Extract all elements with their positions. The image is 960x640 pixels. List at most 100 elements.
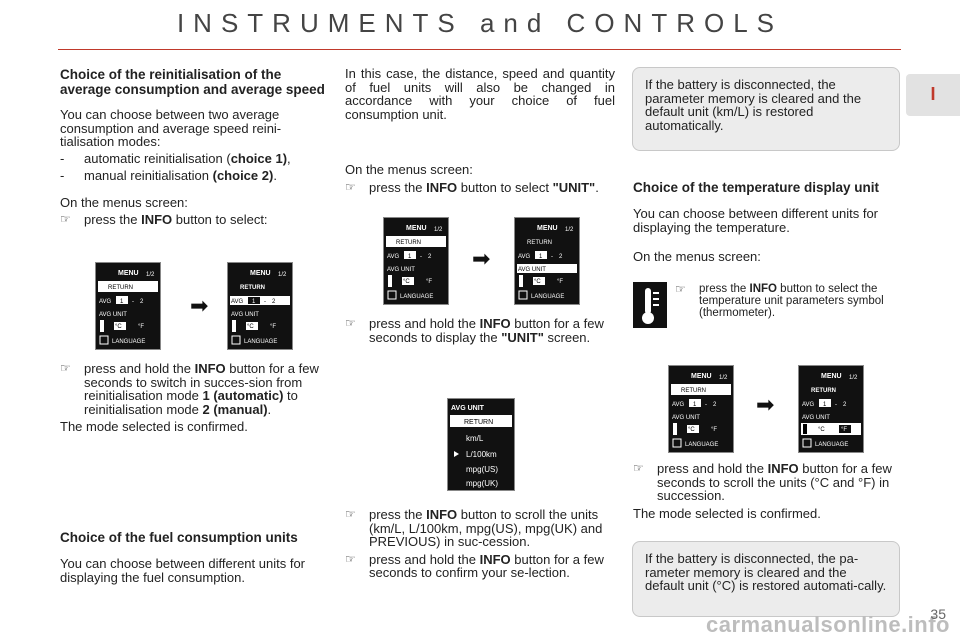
svg-text:2: 2 [843, 402, 847, 408]
svg-text:-: - [551, 254, 553, 260]
svg-text:-: - [132, 299, 134, 305]
svg-text:1: 1 [408, 254, 412, 260]
svg-text:°F: °F [426, 279, 432, 285]
svg-text:1/2: 1/2 [849, 375, 858, 381]
bullet-confirm-selection: ☞press and hold the INFO button for a fe… [345, 551, 604, 580]
menus-screen-text: On the menus screen: [60, 194, 188, 210]
menu-screen-graphic: MENU 1/2 RETURN AVG 1 - 2 AVG UNIT °C °F… [98, 265, 158, 345]
svg-text:LANGUAGE: LANGUAGE [400, 294, 433, 300]
bullet-scroll-temp: ☞press and hold the INFO button for a fe… [633, 461, 892, 503]
svg-text:AVG: AVG [387, 254, 400, 260]
column-3: Choice of the temperature display unit Y… [633, 180, 903, 264]
pointing-hand-icon: ☞ [675, 282, 686, 296]
svg-text:1: 1 [693, 402, 697, 408]
svg-text:LANGUAGE: LANGUAGE [112, 339, 145, 345]
display-screen-unit-list: AVG UNIT RETURN km/L L/100km mpg(US) mpg… [447, 398, 515, 491]
menu-screen-graphic: MENU 1/2 RETURN AVG 1 - 2 AVG UNIT °C °F… [517, 225, 577, 300]
svg-text:LANGUAGE: LANGUAGE [244, 339, 277, 345]
svg-text:LANGUAGE: LANGUAGE [685, 442, 718, 448]
battery-note-km: If the battery is disconnected, the para… [632, 67, 900, 151]
pointing-hand-icon: ☞ [60, 212, 71, 226]
column-2: In this case, the distance, speed and qu… [345, 67, 615, 194]
svg-text:RETURN: RETURN [527, 240, 552, 246]
svg-text:°F: °F [557, 279, 563, 285]
battery-note-celsius: If the battery is disconnected, the pa-r… [632, 541, 900, 617]
bullet-select: ☞press the INFO button to select: [60, 212, 268, 227]
svg-text:MENU: MENU [691, 373, 712, 380]
svg-text:1/2: 1/2 [434, 227, 443, 233]
section-tab[interactable]: I [906, 74, 960, 116]
heading-reinitialisation: Choice of the reinitialisation of the av… [60, 67, 325, 97]
svg-text:AVG UNIT: AVG UNIT [518, 267, 546, 273]
svg-text:1: 1 [823, 402, 827, 408]
svg-text:RETURN: RETURN [240, 285, 265, 291]
svg-text:AVG: AVG [518, 254, 531, 260]
column-3-lower: ☞press and hold the INFO button for a fe… [633, 461, 903, 521]
menu-screen-graphic: MENU 1/2 RETURN AVG 1 - 2 AVG UNIT °C °F… [386, 225, 446, 300]
heading-fuel-units: Choice of the fuel consumption units [60, 530, 298, 545]
pointing-hand-icon: ☞ [633, 461, 644, 475]
menus-screen-text: On the menus screen: [633, 249, 761, 264]
svg-text:1: 1 [120, 299, 124, 305]
svg-text:2: 2 [713, 402, 717, 408]
bullet-thermometer-wrap: ☞press the INFO button to select the tem… [675, 283, 901, 319]
svg-text:RETURN: RETURN [108, 285, 133, 291]
svg-text:°F: °F [711, 427, 717, 433]
column-2-lower: ☞press the INFO button to scroll the uni… [345, 507, 615, 580]
right-arrow-icon: ➡ [190, 293, 209, 318]
svg-text:mpg(US): mpg(US) [466, 465, 498, 474]
display-screen-temp-celsius: MENU 1/2 RETURN AVG 1 - 2 AVG UNIT °C °F… [668, 365, 734, 453]
column-1-lower: ☞press and hold the INFO button for a fe… [60, 361, 330, 434]
svg-text:°F: °F [841, 427, 847, 433]
svg-text:AVG UNIT: AVG UNIT [802, 415, 830, 421]
display-screen-choice-2: MENU 1/2 RETURN AVG 1 - 2 AVG UNIT °C °F… [227, 262, 293, 350]
mode-confirmed-text: The mode selected is confirmed. [633, 505, 821, 521]
fuel-units-intro: You can choose between different units f… [60, 556, 306, 585]
svg-text:1: 1 [539, 254, 543, 260]
svg-text:-: - [420, 254, 422, 260]
svg-text:AVG UNIT: AVG UNIT [99, 312, 127, 318]
display-screen-choice-1: MENU 1/2 RETURN AVG 1 - 2 AVG UNIT °C °F… [95, 262, 161, 350]
svg-text:MENU: MENU [118, 270, 139, 277]
unit-list-graphic: AVG UNIT RETURN km/L L/100km mpg(US) mpg… [450, 405, 512, 488]
svg-text:°C: °C [688, 427, 695, 433]
pointing-hand-icon: ☞ [345, 316, 356, 330]
svg-text:°F: °F [138, 324, 144, 330]
fuel-units-section: Choice of the fuel consumption units You… [60, 530, 330, 584]
svg-text:MENU: MENU [250, 270, 271, 277]
reinit-intro: You can choose between two average consu… [60, 107, 282, 149]
svg-text:AVG UNIT: AVG UNIT [672, 415, 700, 421]
svg-text:LANGUAGE: LANGUAGE [815, 442, 848, 448]
thermometer-icon [633, 282, 667, 328]
temperature-intro: You can choose between different units f… [633, 206, 879, 235]
display-screen-menu: MENU 1/2 RETURN AVG 1 - 2 AVG UNIT °C °F… [383, 217, 449, 305]
svg-text:LANGUAGE: LANGUAGE [531, 294, 564, 300]
svg-text:1/2: 1/2 [565, 227, 574, 233]
svg-text:AVG: AVG [802, 402, 815, 408]
svg-text:-: - [705, 402, 707, 408]
bullet-scroll-units: ☞press the INFO button to scroll the uni… [345, 507, 603, 549]
svg-text:RETURN: RETURN [396, 240, 421, 246]
bullet-press-hold: ☞press and hold the INFO button for a fe… [60, 361, 319, 417]
menu-screen-graphic: MENU 1/2 RETURN AVG 1 - 2 AVG UNIT °C °F… [671, 373, 731, 448]
pointing-hand-icon: ☞ [345, 551, 356, 566]
bullet-select-unit: ☞press the INFO button to select "UNIT". [345, 179, 599, 195]
units-change-paragraph: In this case, the distance, speed and qu… [345, 66, 615, 122]
bullet-select-thermometer: ☞press the INFO button to select the tem… [675, 282, 884, 319]
svg-text:AVG: AVG [99, 299, 112, 305]
section-tab-label: I [930, 84, 936, 104]
pointing-hand-icon: ☞ [60, 361, 71, 375]
svg-text:RETURN: RETURN [464, 419, 493, 426]
svg-text:AVG: AVG [672, 402, 685, 408]
menu-screen-graphic: MENU 1/2 RETURN AVG 1 - 2 AVG UNIT °C °F… [230, 270, 290, 345]
pointing-hand-icon: ☞ [345, 507, 356, 521]
svg-text:MENU: MENU [821, 373, 842, 380]
svg-text:L/100km: L/100km [466, 450, 497, 459]
svg-text:RETURN: RETURN [681, 388, 706, 394]
svg-text:°C: °C [403, 279, 410, 285]
bullet-press-hold-unit: ☞press and hold the INFO button for a fe… [345, 316, 604, 345]
menus-screen-text: On the menus screen: [345, 162, 473, 177]
svg-text:1/2: 1/2 [278, 272, 287, 278]
choice-2-item: -manual reinitialisation (choice 2). [60, 168, 277, 183]
display-screen-unit-selected: MENU 1/2 RETURN AVG 1 - 2 AVG UNIT °C °F… [514, 217, 580, 305]
